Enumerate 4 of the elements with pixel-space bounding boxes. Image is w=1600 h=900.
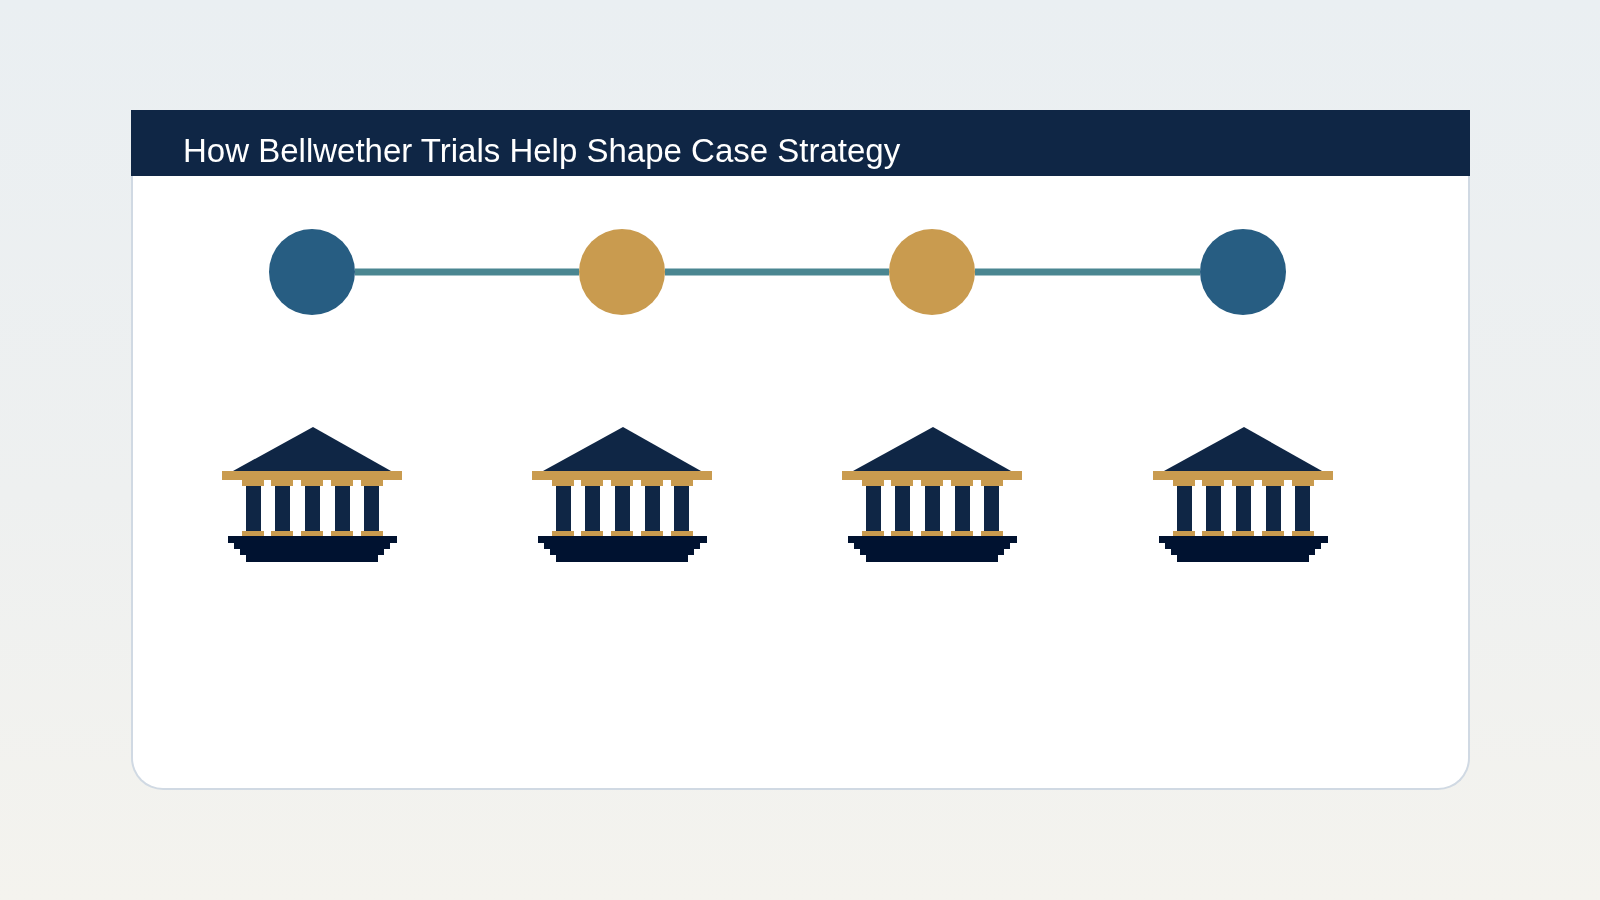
connector-line bbox=[355, 268, 579, 276]
connector-line bbox=[975, 268, 1200, 276]
diagram-title: How Bellwether Trials Help Shape Case Strategy bbox=[183, 131, 901, 171]
connector-line bbox=[665, 268, 889, 276]
